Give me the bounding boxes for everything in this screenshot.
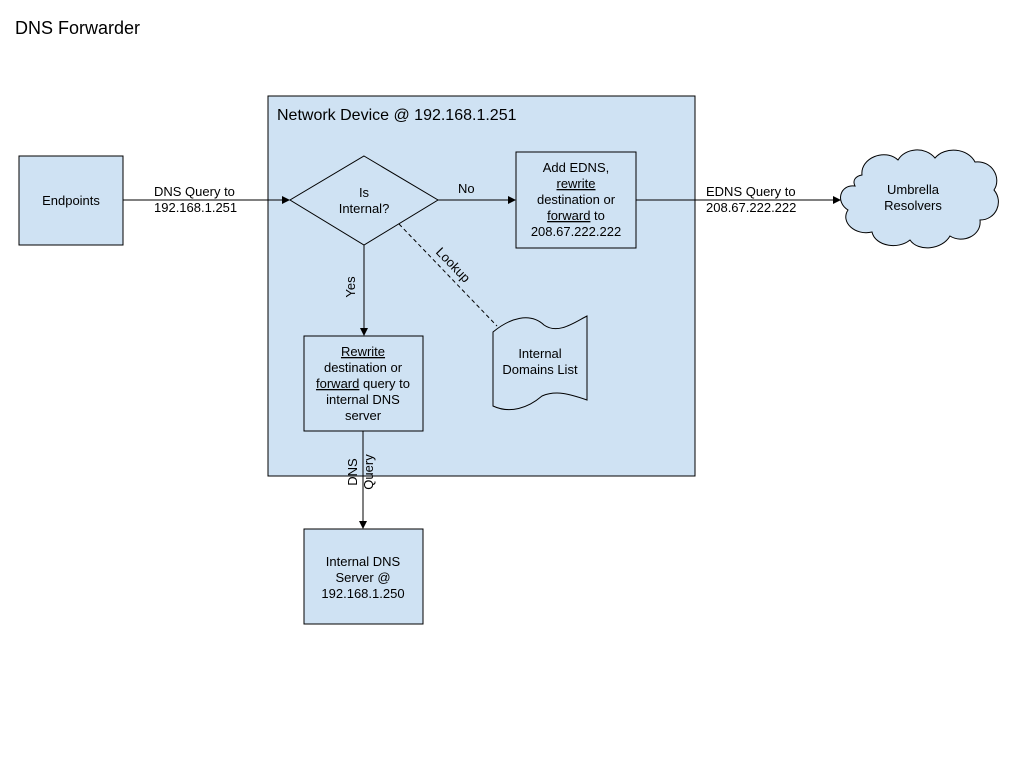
edge-edns-out-line1: EDNS Query to [706, 184, 796, 199]
edge-no-label: No [458, 181, 475, 196]
rewrite-box-line3: forward query to [316, 376, 410, 391]
edge-edns-out-line2: 208.67.222.222 [706, 200, 796, 215]
edge-query-in-line2: 192.168.1.251 [154, 200, 237, 215]
edns-box-line4: forward to [547, 208, 605, 223]
internal-domains-list[interactable] [492, 315, 588, 411]
domains-list-line2: Domains List [502, 362, 578, 377]
decision-label-line2: Internal? [339, 201, 390, 216]
edns-box-line2: rewrite [556, 176, 595, 191]
umbrella-cloud[interactable] [840, 149, 999, 249]
internal-dns-server-box[interactable] [303, 528, 424, 625]
edge-dns-query-line2: Query [361, 454, 376, 490]
edge-query-in-line1: DNS Query to [154, 184, 235, 199]
endpoints-label: Endpoints [42, 193, 100, 208]
rewrite-box[interactable] [303, 335, 424, 432]
internal-server-line3: 192.168.1.250 [321, 586, 404, 601]
internal-server-line2: Server @ [335, 570, 390, 585]
network-device-label: Network Device @ 192.168.1.251 [277, 107, 517, 124]
edns-box-line3: destination or [537, 192, 616, 207]
edns-box-line5: 208.67.222.222 [531, 224, 621, 239]
endpoints-box[interactable] [18, 155, 124, 246]
rewrite-box-line1: Rewrite [341, 344, 385, 359]
internal-server-line1: Internal DNS [326, 554, 401, 569]
rewrite-box-line4: internal DNS [326, 392, 400, 407]
edge-dns-query-line1: DNS [345, 458, 360, 486]
decision-label-line1: Is [359, 185, 370, 200]
add-edns-box[interactable] [515, 151, 637, 249]
domains-list-line1: Internal [518, 346, 561, 361]
umbrella-line2: Resolvers [884, 198, 942, 213]
umbrella-line1: Umbrella [887, 182, 940, 197]
edge-decision-to-domains-list [398, 223, 498, 327]
edns-box-line1: Add EDNS, [543, 160, 609, 175]
edge-yes-label: Yes [343, 276, 358, 298]
rewrite-box-line2: destination or [324, 360, 403, 375]
page-title: DNS Forwarder [15, 18, 140, 38]
rewrite-box-line5: server [345, 408, 382, 423]
